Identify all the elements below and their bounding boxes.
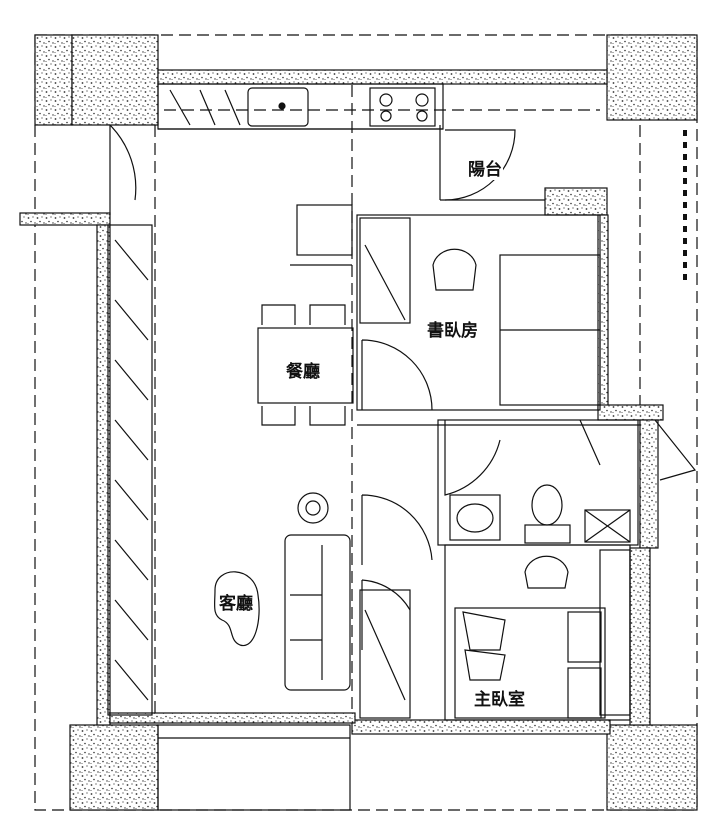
room-label-living: 客廳 (218, 594, 254, 614)
room-label-balcony: 陽台 (467, 160, 503, 180)
room-label-master-bedroom: 主臥室 (473, 690, 526, 710)
sofa (213, 492, 351, 691)
kitchen-counter (157, 83, 444, 130)
walls (19, 69, 664, 735)
dining-table (257, 204, 354, 426)
rug (213, 571, 260, 647)
windows (157, 130, 687, 811)
room-label-dining: 餐廳 (285, 362, 321, 382)
wardrobes (107, 217, 631, 719)
bed (432, 248, 606, 719)
bathroom-fixtures (449, 484, 631, 544)
room-label-study-bedroom: 書臥房 (426, 321, 479, 341)
concrete-columns (34, 34, 698, 811)
dashed-outline (34, 34, 698, 811)
